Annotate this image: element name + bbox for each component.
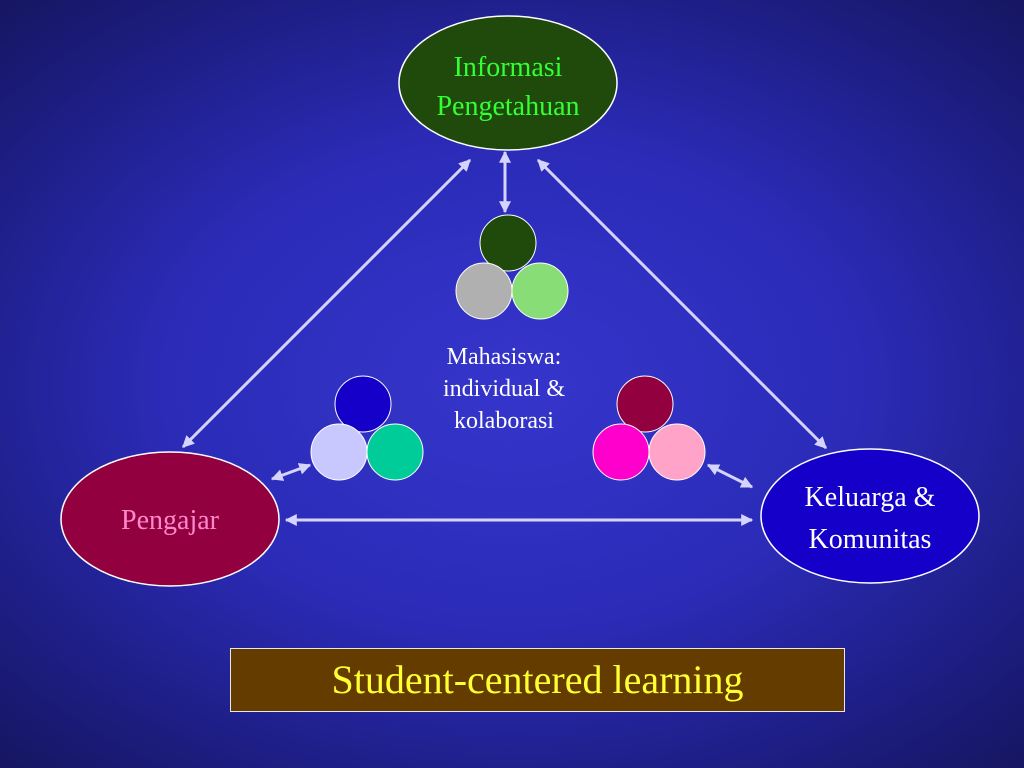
student-circle-right-2: [592, 423, 650, 481]
node-informasi-ellipse: [398, 15, 618, 151]
mahasiswa-line2: individual &: [443, 376, 565, 402]
mahasiswa-line1: Mahasiswa:: [447, 344, 562, 370]
student-circle-left-2: [310, 423, 368, 481]
arrows: [181, 150, 828, 526]
node-keluarga-line2: Komunitas: [809, 524, 932, 555]
student-circle-right-3: [648, 423, 706, 481]
student-circle-right-1: [616, 375, 674, 433]
student-circle-top-3: [511, 262, 569, 320]
node-informasi-pengetahuan: Informasi Pengetahuan: [398, 15, 618, 151]
node-keluarga-ellipse: [760, 448, 980, 584]
arrow-pengajar-group-left: [270, 463, 312, 481]
circle-group-top: [455, 214, 569, 320]
mahasiswa-line3: kolaborasi: [454, 408, 554, 434]
student-circle-left-3: [366, 423, 424, 481]
student-circle-top-1: [479, 214, 537, 272]
arrow-group-right-keluarga: [706, 463, 754, 489]
node-keluarga-line1: Keluarga &: [805, 482, 936, 513]
circle-group-right: [592, 375, 706, 481]
node-informasi-line2: Pengetahuan: [436, 91, 579, 122]
title-box: Student-centered learning: [230, 648, 845, 712]
node-pengajar: Pengajar: [60, 451, 280, 587]
circle-group-left: [310, 375, 424, 481]
mahasiswa-label: Mahasiswa: individual & kolaborasi: [443, 344, 565, 434]
slide-title: Student-centered learning: [331, 657, 744, 702]
student-circle-left-1: [334, 375, 392, 433]
student-circle-top-2: [455, 262, 513, 320]
arrow-informasi-pengajar: [181, 158, 472, 449]
arrow-informasi-keluarga: [536, 158, 828, 450]
node-keluarga-komunitas: Keluarga & Komunitas: [760, 448, 980, 584]
node-pengajar-ellipse: [60, 451, 280, 587]
node-pengajar-label: Pengajar: [121, 505, 220, 536]
node-informasi-line1: Informasi: [454, 52, 563, 83]
